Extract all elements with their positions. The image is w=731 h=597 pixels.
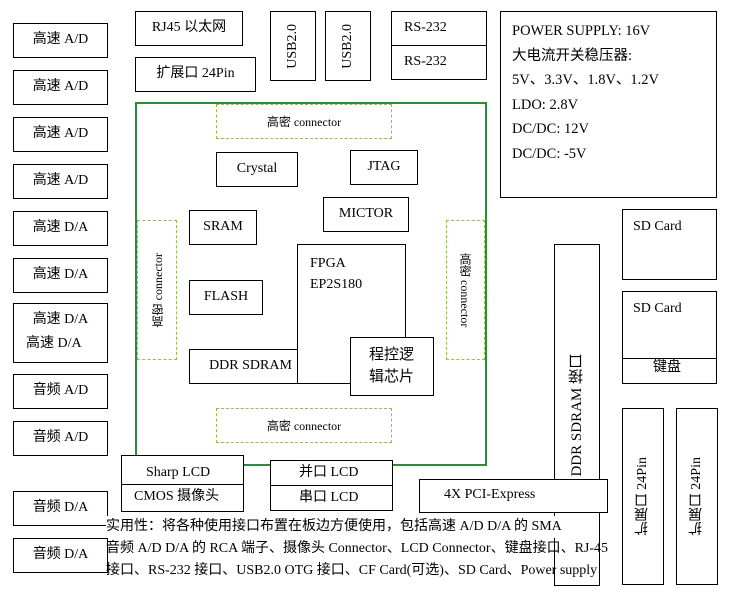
block-label: DDR SDRAM <box>209 358 292 374</box>
sd-card-2: SD Card <box>622 291 717 361</box>
hd-connector-bottom: 高密 connector <box>216 408 392 443</box>
jtag-block: JTAG <box>350 150 418 185</box>
block-label: 高密 connector <box>458 252 472 328</box>
power-line: DC/DC: 12V <box>512 121 589 137</box>
cmos-camera-block: CMOS 摄像头 <box>121 484 244 512</box>
block-label: 音频 A/D <box>32 383 89 399</box>
block-label: 高速 A/D <box>32 79 89 95</box>
block-label: 高速 A/D <box>32 32 89 48</box>
rs232-block-1: RS-232 <box>391 11 487 46</box>
sram-block: SRAM <box>189 210 257 245</box>
cpld-block: 程控逻 辑芯片 <box>350 337 434 396</box>
description-line: 实用性：将各种使用接口布置在板边方便使用，包括高速 A/D D/A 的 SMA <box>106 516 562 538</box>
block-label: CMOS 摄像头 <box>134 489 220 504</box>
block-label: 高速 D/A <box>32 312 89 328</box>
block-label: SD Card <box>633 219 682 234</box>
serial-lcd-block: 串口 LCD <box>270 485 393 511</box>
block-label: 扩展口 24Pin <box>634 457 650 536</box>
power-line: POWER SUPPLY: 16V <box>512 23 651 39</box>
hs-ad-3: 高速 A/D <box>13 117 108 152</box>
block-label: 音频 D/A <box>32 500 89 516</box>
block-label: 高密 connector <box>266 115 342 129</box>
power-line: 5V、3.3V、1.8V、1.2V <box>512 72 660 88</box>
power-line: 大电流开关稳压器: <box>512 47 633 64</box>
block-label: USB2.0 <box>339 23 355 69</box>
block-label: 高密 connector <box>150 252 165 328</box>
block-label: USB2.0 <box>284 23 300 69</box>
audio-da-1: 音频 D/A <box>13 491 108 526</box>
mictor-block: MICTOR <box>323 197 409 232</box>
hd-connector-left: 高密 connector <box>137 220 177 360</box>
hs-ad-4: 高速 A/D <box>13 164 108 199</box>
hd-connector-top: 高密 connector <box>216 104 392 139</box>
usb-block-1: USB2.0 <box>270 11 316 81</box>
rs232-block-2: RS-232 <box>391 45 487 80</box>
block-label: 音频 A/D <box>32 430 89 446</box>
block-label: 高速 A/D <box>32 126 89 142</box>
power-supply-block: POWER SUPPLY: 16V 大电流开关稳压器: 5V、3.3V、1.8V… <box>500 11 717 198</box>
expansion-right-2: 扩展口 24Pin <box>676 408 718 585</box>
power-line: LDO: 2.8V <box>512 96 579 113</box>
power-line: DC/DC: -5V <box>512 145 587 162</box>
pcie-block: 4X PCI-Express <box>419 479 608 513</box>
keypad-block: 键盘 <box>622 358 717 384</box>
block-label: MICTOR <box>338 206 394 222</box>
usb-block-2: USB2.0 <box>325 11 371 81</box>
block-label: FLASH <box>203 289 249 305</box>
fpga-model: EP2S180 <box>310 277 363 292</box>
hs-da-1: 高速 D/A <box>13 211 108 246</box>
block-label: 高速 D/A <box>32 267 89 283</box>
expansion-top-block: 扩展口 24Pin <box>135 57 256 92</box>
block-label: 高速 A/D <box>32 173 89 189</box>
block-label: RJ45 以太网 <box>151 20 227 36</box>
description-paragraph: 实用性：将各种使用接口布置在板边方便使用，包括高速 A/D D/A 的 SMA … <box>106 516 608 582</box>
block-label: Sharp LCD <box>146 465 211 480</box>
audio-ad-1: 音频 A/D <box>13 374 108 409</box>
expansion-right-1: 扩展口 24Pin <box>622 408 664 585</box>
rj45-block: RJ45 以太网 <box>135 11 243 46</box>
block-label: 高速 D/A <box>32 220 89 236</box>
block-label: 扩展口 24Pin <box>688 457 704 536</box>
block-label: Crystal <box>236 161 278 177</box>
description-line: 音频 A/D D/A 的 RCA 端子、摄像头 Connector、LCD Co… <box>106 541 609 556</box>
hs-da-4: 高速 D/A <box>13 328 108 363</box>
block-label: 高速 D/A <box>26 336 82 351</box>
ddr-sdram-block: DDR SDRAM <box>189 349 312 384</box>
hs-ad-2: 高速 A/D <box>13 70 108 105</box>
block-label: DDR SDRAM 接口 <box>569 353 585 477</box>
hs-da-2: 高速 D/A <box>13 258 108 293</box>
block-label: 串口 LCD <box>299 490 359 505</box>
block-label: RS-232 <box>404 20 447 36</box>
block-label: 高密 connector <box>266 419 342 433</box>
flash-block: FLASH <box>189 280 263 315</box>
block-label: 并口 LCD <box>299 465 359 480</box>
fpga-label: FPGA <box>310 256 346 271</box>
block-label: JTAG <box>367 159 401 175</box>
crystal-block: Crystal <box>216 152 298 187</box>
cpld-label: 程控逻 <box>369 347 415 363</box>
block-label: RS-232 <box>404 54 447 70</box>
cpld-label: 辑芯片 <box>369 369 415 385</box>
audio-ad-2: 音频 A/D <box>13 421 108 456</box>
block-label: 键盘 <box>653 360 681 375</box>
block-label: SRAM <box>203 219 243 235</box>
block-label: 4X PCI-Express <box>444 487 536 502</box>
hs-ad-1: 高速 A/D <box>13 23 108 58</box>
block-label: 扩展口 24Pin <box>156 66 235 82</box>
description-line: 接口、RS-232 接口、USB2.0 OTG 接口、CF Card(可选)、S… <box>106 563 598 578</box>
sd-card-1: SD Card <box>622 209 717 280</box>
hd-connector-right: 高密 connector <box>446 220 485 360</box>
block-label: SD Card <box>633 301 682 316</box>
parallel-lcd-block: 并口 LCD <box>270 460 393 486</box>
block-label: 音频 D/A <box>32 547 89 563</box>
audio-da-2: 音频 D/A <box>13 538 108 573</box>
